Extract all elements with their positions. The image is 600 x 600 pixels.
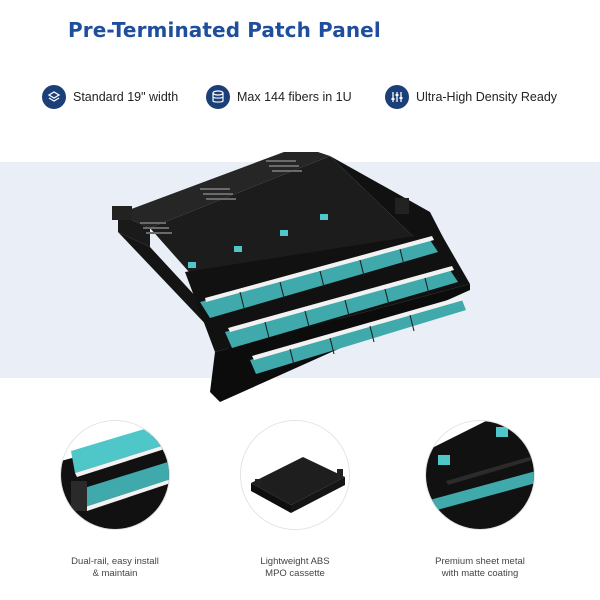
caption-abs-cassette: Lightweight ABS MPO cassette [215, 556, 375, 580]
page-title: Pre-Terminated Patch Panel [68, 18, 381, 42]
caption-dual-rail: Dual-rail, easy install & maintain [35, 556, 195, 580]
thumbnail-sheet-metal [425, 420, 535, 530]
feature-label: Ultra-High Density Ready [416, 90, 558, 104]
patch-panel-illustration [112, 152, 470, 402]
thumbnail-abs-cassette [240, 420, 350, 530]
sliders-icon [385, 85, 409, 109]
caption-line: & maintain [92, 568, 138, 579]
feature-label: Max 144 fibers in 1U [237, 90, 352, 104]
feature-standard-width: Standard 19" width [42, 84, 178, 110]
caption-line: Dual-rail, easy install [71, 556, 159, 567]
connector-row [250, 296, 466, 374]
feature-label: Standard 19" width [73, 90, 179, 104]
hero-product-band [0, 152, 600, 402]
caption-sheet-metal: Premium sheet metal with matte coating [400, 556, 560, 580]
width-ruler-icon [42, 85, 66, 109]
connector-row [225, 266, 458, 348]
feature-max-fibers: Max 144 fibers in 1U [206, 84, 352, 110]
caption-line: with matte coating [441, 568, 519, 579]
caption-line: Lightweight ABS [260, 556, 330, 567]
thumbnail-dual-rail [60, 420, 170, 530]
connector-row [200, 236, 438, 318]
feature-high-density: Ultra-High Density Ready [385, 84, 557, 110]
feature-list: Standard 19" width Max 144 fibers in 1U … [0, 84, 600, 110]
database-stack-icon [206, 85, 230, 109]
caption-line: Premium sheet metal [435, 556, 525, 567]
caption-line: MPO cassette [265, 568, 325, 579]
